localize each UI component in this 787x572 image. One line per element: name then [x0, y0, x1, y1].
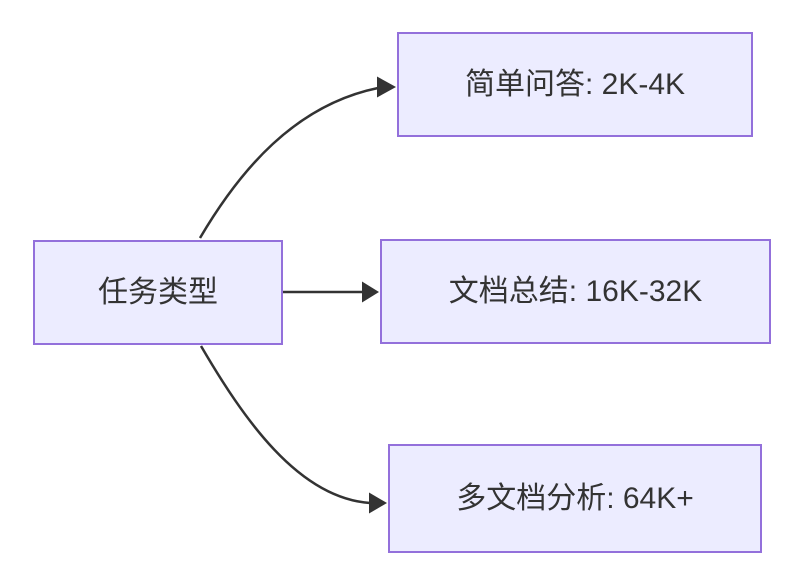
node-task-type: 任务类型 [33, 240, 283, 345]
arrowhead-middle [362, 281, 379, 303]
edge-line-bottom [199, 345, 371, 505]
node-task-type-label: 任务类型 [98, 275, 218, 309]
node-simple-qa-label: 简单问答: 2K-4K [464, 67, 686, 101]
edge-root-to-doc-summary [283, 281, 379, 303]
arrowhead-bottom [369, 492, 387, 514]
arrowhead-top [377, 76, 396, 98]
node-multi-doc-analysis-label: 多文档分析: 64K+ [456, 481, 694, 515]
node-multi-doc-analysis: 多文档分析: 64K+ [388, 444, 762, 553]
node-simple-qa: 简单问答: 2K-4K [397, 32, 753, 137]
edge-root-to-simple-qa [198, 76, 396, 239]
node-doc-summary-label: 文档总结: 16K-32K [448, 274, 703, 308]
edge-line-top [198, 86, 379, 239]
edge-root-to-multi-doc [199, 345, 387, 514]
node-doc-summary: 文档总结: 16K-32K [380, 239, 771, 344]
